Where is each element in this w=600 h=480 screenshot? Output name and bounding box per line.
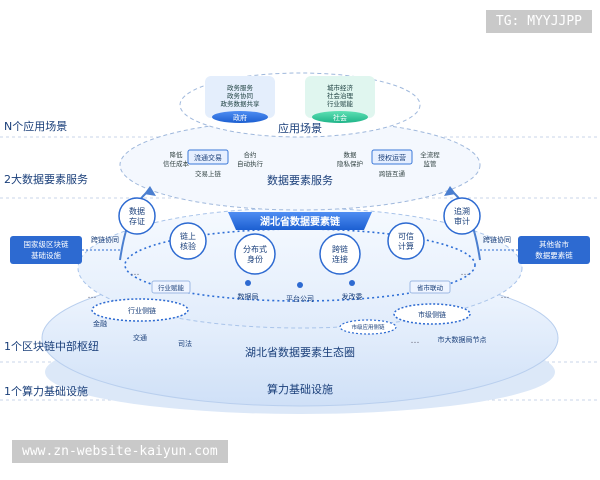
capability-label: 数据 [129,206,145,216]
services-title: 数据要素服务 [267,173,333,187]
industry-chain-label: 行业侧链 [128,306,156,315]
capability-label: 连接 [332,254,348,264]
national-chain-box [10,236,82,264]
soc-line: 城市经济 [327,83,354,92]
ellipsis: … [88,291,97,301]
capability-label: 链上 [180,231,196,241]
other-province-line: 数据要素链 [535,250,573,260]
capability-label: 跨链 [332,244,348,254]
node-box [409,280,451,294]
city-node-label: 市大数据局节点 [438,335,487,344]
ellipsis: … [131,268,140,278]
city-app-chain-ring [339,319,397,335]
national-chain-line: 基础设施 [31,250,61,260]
capability-label: 核验 [180,241,196,251]
other-province-line: 其他省市 [539,239,569,249]
app-title: 应用场景 [278,121,322,135]
city-chain-ring [393,303,471,325]
svc-text: 数据 [344,150,358,159]
layer-label-services: 2大数据要素服务 [4,173,88,186]
node-box [151,280,191,294]
capability-label: 存证 [129,216,145,226]
capability-label: 身份 [247,254,263,264]
layer-label-apps: N个应用场景 [4,120,68,133]
other-province-box [518,236,590,264]
gov-line: 政务服务 [227,83,254,92]
ecosystem-title: 湖北省数据要素生态圈 [245,345,355,359]
right-arrow-head [444,186,456,196]
soc-tag-disc [312,111,368,123]
capability-circle [387,222,425,260]
capability-label: 审计 [454,216,470,226]
svc-text: 监管 [424,159,438,168]
gov-panel [205,76,275,118]
node-label: 省市联动 [417,283,444,292]
svc-text: 全流程 [420,150,440,159]
trade-sub: 交易上链 [195,169,222,178]
auth-sub: 跨链互通 [379,169,406,178]
soc-line: 社会治理 [327,91,354,100]
soc-line: 行业赋能 [327,99,354,108]
node-dot [245,280,251,286]
watermark-bottom: www.zn-website-kaiyun.com [12,440,228,463]
chain-banner [228,212,372,230]
chain-ring [124,228,476,302]
gov-line: 政务协同 [227,91,253,100]
cross-chain-left: 跨链协同 [91,235,119,244]
node-label: 数据局 [238,292,259,301]
auth-box [371,149,413,165]
node-dot [349,280,355,286]
svc-text: 隐私保护 [337,159,363,168]
soc-panel [305,76,375,118]
services-disk [119,119,481,211]
svc-text: 自动执行 [237,159,264,168]
layer-label-chain-hub: 1个区块链中部枢纽 [4,340,99,353]
layer-label-compute: 1个算力基础设施 [4,385,88,398]
trade-box [187,149,229,165]
gov-tag-disc [212,111,268,123]
node-dot [297,282,303,288]
capability-label: 追溯 [454,206,470,216]
city-chain-label: 市级侧链 [418,310,446,319]
chain-banner-text: 湖北省数据要素链 [260,215,341,228]
national-chain-line: 国家级区块链 [24,239,69,249]
capability-circle [443,197,481,235]
node-label: 平台公司 [286,294,314,303]
ellipsis: … [411,336,420,346]
trade-label: 流通交易 [194,153,222,162]
industry-item: 司法 [178,339,192,348]
industry-item: 金融 [93,319,107,328]
capability-circle [234,233,276,275]
industry-chain-ring [91,298,189,322]
watermark-top: TG: MYYJJPP [485,10,592,33]
compute-title: 算力基础设施 [267,382,333,396]
auth-label: 授权运营 [378,153,406,162]
gov-tag: 政府 [233,113,247,122]
capability-circle [319,233,361,275]
node-label: 行业赋能 [158,283,185,292]
city-app-chain-label: 市级应用侧链 [351,323,385,331]
cross-chain-right: 跨链协同 [483,235,511,244]
capability-circle [169,222,207,260]
svc-text: 降低 [170,150,184,159]
capability-label: 可信 [398,231,414,241]
industry-item: 交通 [133,333,147,342]
capability-label: 分布式 [243,244,267,254]
soc-tag: 社会 [333,113,347,122]
left-arrow-head [144,186,156,196]
capability-label: 计算 [398,241,414,251]
node-label: 发改委 [342,292,363,301]
svc-text: 合约 [244,150,257,159]
capability-circle [118,197,156,235]
ellipsis: … [461,268,470,278]
ellipsis: … [501,291,510,301]
svc-text: 信任成本 [163,159,190,168]
gov-line: 政务数据共享 [221,99,261,108]
